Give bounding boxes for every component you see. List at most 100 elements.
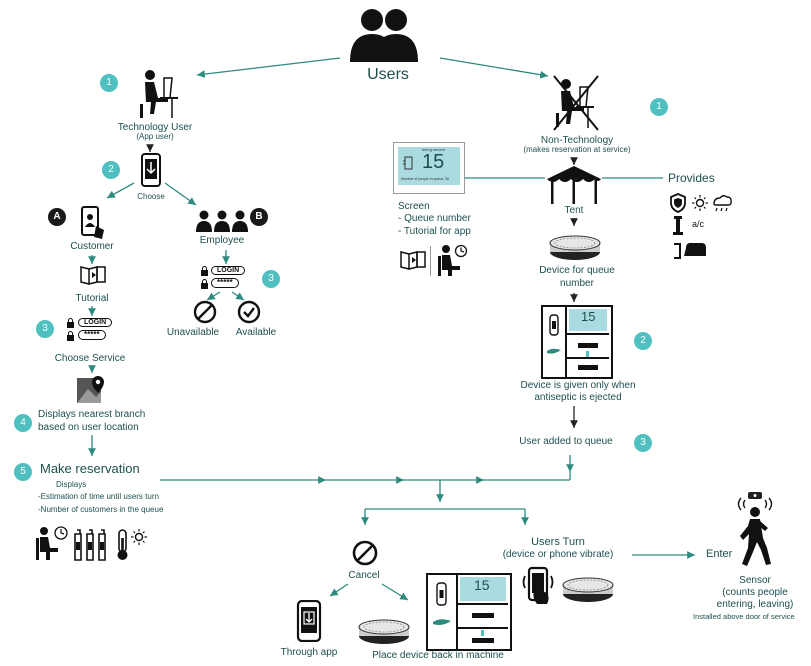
tutorial-icon: [80, 266, 106, 285]
option-b-badge: B: [250, 208, 268, 226]
device-slot: [578, 343, 598, 348]
enter-label: Enter: [706, 548, 733, 560]
customer-phone-icon: [81, 206, 104, 239]
available-label: Available: [235, 327, 277, 338]
step-badge: 1: [650, 98, 668, 116]
num-customers-label: -Number of customers in the queue: [38, 505, 164, 514]
sensor-label: Sensor: [739, 575, 771, 586]
queue-screen: being served 15 Number of people in queu…: [393, 142, 465, 194]
device-given-line2: antiseptic is ejected: [534, 392, 622, 403]
machine-number: 15: [474, 577, 490, 593]
sensor-sub1: (counts people: [722, 587, 788, 598]
customer-label: Customer: [70, 241, 114, 252]
users-turn-sub: (device or phone vibrate): [502, 549, 614, 560]
map-pin-icon: [77, 376, 104, 403]
vibrating-phone-icon: [522, 566, 554, 604]
unavailable-label: Unavailable: [166, 327, 220, 338]
device-queue-line1: Device for queue: [539, 265, 615, 276]
queue-device-icon: [358, 619, 410, 644]
lock-icon: [67, 318, 74, 328]
device-slot: [472, 613, 494, 618]
cancel-label: Cancel: [348, 570, 380, 581]
nearest-branch-line1: Displays nearest branch: [38, 409, 146, 420]
sanitizer-slot-icon: [436, 582, 447, 606]
users-title: Users: [367, 66, 409, 83]
sensor-sub3: Installed above door of service: [693, 612, 795, 621]
lock-icon: [201, 266, 208, 276]
tutorial-icon: [400, 251, 426, 270]
machine-icon: 15: [426, 573, 512, 651]
phone-icon: [141, 153, 161, 187]
step-badge: 3: [36, 320, 54, 338]
device-slot: [472, 638, 494, 643]
step-badge: 2: [634, 332, 652, 350]
screen-label: Screen: [398, 201, 430, 212]
users-turn-label: Users Turn: [531, 536, 585, 548]
tent-icon: [547, 166, 601, 204]
device-queue-line2: number: [560, 278, 594, 289]
step-badge: 1: [100, 74, 118, 92]
screen-number: 15: [422, 151, 445, 173]
screen-small-bottom: Number of people in queue: 36: [401, 177, 450, 181]
unavailable-icon: [193, 300, 217, 324]
device-slot: [578, 365, 598, 370]
displays-label: Displays: [56, 480, 87, 489]
available-icon: [237, 300, 261, 324]
step-badge: 5: [14, 463, 32, 481]
tent-label: Tent: [564, 205, 584, 216]
phone-icon: [296, 600, 322, 642]
machine-left-panel: [543, 307, 567, 377]
estimation-label: -Estimation of time until users turn: [38, 492, 159, 501]
queue-number-label: - Queue number: [398, 213, 471, 224]
employees-icon: [196, 210, 248, 232]
divider: [430, 246, 431, 276]
provides-label: Provides: [668, 171, 715, 185]
nearest-branch-line2: based on user location: [38, 422, 139, 433]
waiting-chair-icon: [438, 244, 468, 276]
lock-icon: [67, 331, 74, 341]
thermometer-sun-icon: [117, 529, 147, 560]
person-computer-crossed-icon: [553, 75, 599, 131]
technology-user-label: Technology User: [117, 122, 193, 133]
machine-number: 15: [581, 309, 596, 324]
machine-left-panel: [428, 575, 458, 649]
password-icon: *****: [78, 330, 106, 341]
employee-label: Employee: [199, 235, 245, 246]
queue-device-icon: [549, 235, 601, 260]
step-badge: 2: [102, 161, 120, 179]
sanitizer-slot-icon: [549, 314, 559, 336]
tutorial-app-label: - Tutorial for app: [398, 226, 471, 237]
option-a-badge: A: [48, 208, 66, 226]
screen-small-top: being served: [422, 147, 445, 152]
hand-sanitizer-icon: [403, 156, 413, 170]
choose-label: Choose: [137, 192, 165, 201]
choose-service-label: Choose Service: [54, 353, 126, 364]
login-icon: LOGIN: [78, 318, 113, 328]
machine-display: 15: [569, 309, 607, 331]
step-badge: 3: [262, 270, 280, 288]
hand-icon: [433, 619, 451, 625]
non-technology-label: Non-Technology: [540, 135, 614, 146]
through-app-label: Through app: [280, 647, 338, 658]
sanitizer-bottles-icon: [74, 529, 106, 561]
screen-display: being served 15 Number of people in queu…: [398, 147, 460, 185]
app-user-label: (App user): [136, 132, 174, 141]
sensor-person-icon: [737, 492, 773, 566]
users-group-icon: [350, 9, 418, 62]
make-reservation-label: Make reservation: [40, 461, 140, 476]
sensor-sub2: entering, leaving): [716, 599, 794, 610]
machine-display: 15: [460, 577, 506, 601]
waiting-chair-icon: [36, 526, 68, 560]
cancel-icon: [352, 540, 378, 566]
password-icon: *****: [211, 278, 239, 289]
tutorial-label: Tutorial: [75, 293, 109, 304]
non-technology-sub: (makes reservation at service): [523, 145, 631, 154]
machine-icon: 15: [541, 305, 613, 379]
provides-icons: [670, 193, 732, 259]
place-back-label: Place device back in machine: [372, 650, 504, 661]
login-icon: LOGIN: [211, 266, 246, 276]
ac-label: a/c: [692, 219, 705, 229]
user-added-label: User added to queue: [519, 436, 613, 447]
